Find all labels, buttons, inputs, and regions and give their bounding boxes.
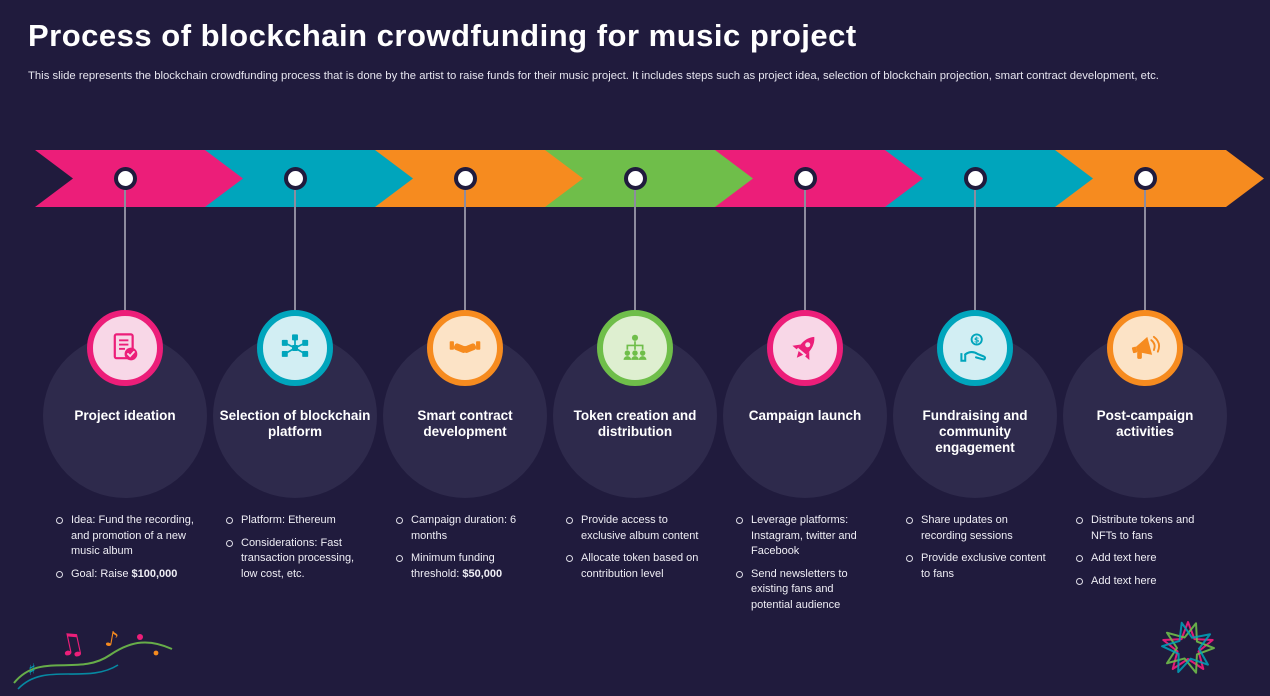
process-step: Selection of blockchain platform Platfor…: [210, 167, 380, 690]
connector-line: [294, 190, 296, 350]
process-step: Project ideation Idea: Fund the recordin…: [40, 167, 210, 690]
bullet-text: Distribute tokens and NFTs to fans: [1091, 514, 1195, 542]
bullet-marker: [396, 555, 403, 563]
step-title: Post-campaign activities: [1096, 408, 1194, 439]
bullet-marker: [1076, 555, 1083, 563]
bullet-text: Considerations: Fast transaction process…: [241, 536, 355, 580]
bullet-item: Send newsletters to existing fans and po…: [736, 567, 878, 614]
bullet-marker: [906, 555, 913, 563]
bullet-text: Share updates on recording sessions: [921, 514, 1013, 542]
bullet-marker: [736, 517, 743, 524]
process-step: Campaign launch Leverage platforms: Inst…: [720, 167, 890, 690]
bullet-item: Allocate token based on contribution lev…: [566, 551, 708, 582]
step-title: Fundraising and community engagement: [922, 408, 1028, 455]
bullet-item: Campaign duration: 6 months: [396, 513, 538, 544]
bullet-marker: [396, 517, 403, 524]
bullet-text: Provide access to exclusive album conten…: [581, 514, 699, 542]
rocket-icon: [767, 310, 843, 386]
step-title: Smart contract development: [417, 408, 513, 439]
bullet-marker: [736, 570, 743, 578]
process-step: Token creation and distribution Provide …: [550, 167, 720, 690]
bullet-text: Leverage platforms: Instagram, twitter a…: [751, 514, 857, 558]
svg-text:$: $: [974, 335, 979, 344]
bullet-item: Leverage platforms: Instagram, twitter a…: [736, 513, 878, 560]
svg-text:♫: ♫: [54, 625, 88, 665]
bullet-item: Add text here: [1076, 551, 1218, 567]
bullet-text: Send newsletters to existing fans and po…: [751, 567, 848, 612]
connector-line: [804, 190, 806, 350]
bullet-marker: [1076, 577, 1083, 585]
bullet-text: Add text here: [1091, 552, 1157, 565]
slide-title: Process of blockchain crowdfunding for m…: [28, 18, 857, 53]
bullet-marker: [906, 517, 913, 524]
timeline-node: [454, 167, 477, 190]
bullet-item: Add text here: [1076, 574, 1218, 590]
megaphone-icon: [1107, 310, 1183, 386]
connector-line: [1144, 190, 1146, 350]
timeline-node: [624, 167, 647, 190]
timeline-node: [794, 167, 817, 190]
bullet-item: Platform: Ethereum: [226, 513, 368, 529]
step-bullets: Leverage platforms: Instagram, twitter a…: [736, 513, 878, 621]
process-step: Post-campaign activities Distribute toke…: [1060, 167, 1230, 690]
svg-text:♯: ♯: [28, 660, 36, 679]
bullet-item: Distribute tokens and NFTs to fans: [1076, 513, 1218, 544]
timeline-node: [964, 167, 987, 190]
bullet-text: Campaign duration: 6 months: [411, 514, 517, 542]
bullet-text: Add text here: [1091, 574, 1157, 587]
bullet-marker: [566, 517, 573, 524]
handshake-icon: [427, 310, 503, 386]
token-distribution-icon: [597, 310, 673, 386]
bullet-text: Platform: Ethereum: [241, 514, 336, 526]
connector-line: [464, 190, 466, 350]
bullet-text: Idea: Fund the recording, and promotion …: [71, 514, 194, 558]
bullet-text: Minimum funding threshold: $50,000: [411, 552, 503, 580]
bullet-item: Minimum funding threshold: $50,000: [396, 551, 538, 582]
step-bullets: Provide access to exclusive album conten…: [566, 513, 708, 589]
bullet-item: Idea: Fund the recording, and promotion …: [56, 513, 198, 560]
bullet-marker: [226, 539, 233, 547]
bullet-marker: [56, 517, 63, 524]
bullet-item: Share updates on recording sessions: [906, 513, 1048, 544]
slide-subtitle: This slide represents the blockchain cro…: [28, 70, 1159, 82]
bullet-text: Provide exclusive content to fans: [921, 552, 1046, 580]
bullet-marker: [56, 570, 63, 578]
svg-text:♪: ♪: [103, 626, 120, 652]
bullet-marker: [226, 517, 233, 524]
fundraising-hand-icon: $: [937, 310, 1013, 386]
step-title: Project ideation: [74, 408, 176, 423]
bullet-text: Goal: Raise $100,000: [71, 567, 178, 580]
step-bullets: Idea: Fund the recording, and promotion …: [56, 513, 198, 589]
star-decoration: [1161, 621, 1215, 674]
connector-line: [634, 190, 636, 350]
bullet-item: Provide access to exclusive album conten…: [566, 513, 708, 544]
music-notes-decoration: ♫ ♪ ♯: [13, 625, 173, 690]
connector-line: [124, 190, 126, 350]
timeline-node: [284, 167, 307, 190]
bullet-marker: [566, 555, 573, 563]
step-title: Token creation and distribution: [573, 408, 697, 439]
bullet-marker: [1076, 517, 1083, 524]
step-title: Campaign launch: [748, 408, 862, 423]
document-check-icon: [87, 310, 163, 386]
process-step: $ Fundraising and community engagement S…: [890, 167, 1060, 690]
process-step: Smart contract development Campaign dura…: [380, 167, 550, 690]
timeline-node: [114, 167, 137, 190]
timeline-node: [1134, 167, 1157, 190]
bullet-text: Allocate token based on contribution lev…: [581, 552, 699, 580]
blockchain-nodes-icon: [257, 310, 333, 386]
bullet-item: Provide exclusive content to fans: [906, 551, 1048, 582]
connector-line: [974, 190, 976, 350]
bullet-item: Considerations: Fast transaction process…: [226, 536, 368, 583]
bullet-item: Goal: Raise $100,000: [56, 567, 198, 583]
step-title: Selection of blockchain platform: [219, 408, 371, 439]
